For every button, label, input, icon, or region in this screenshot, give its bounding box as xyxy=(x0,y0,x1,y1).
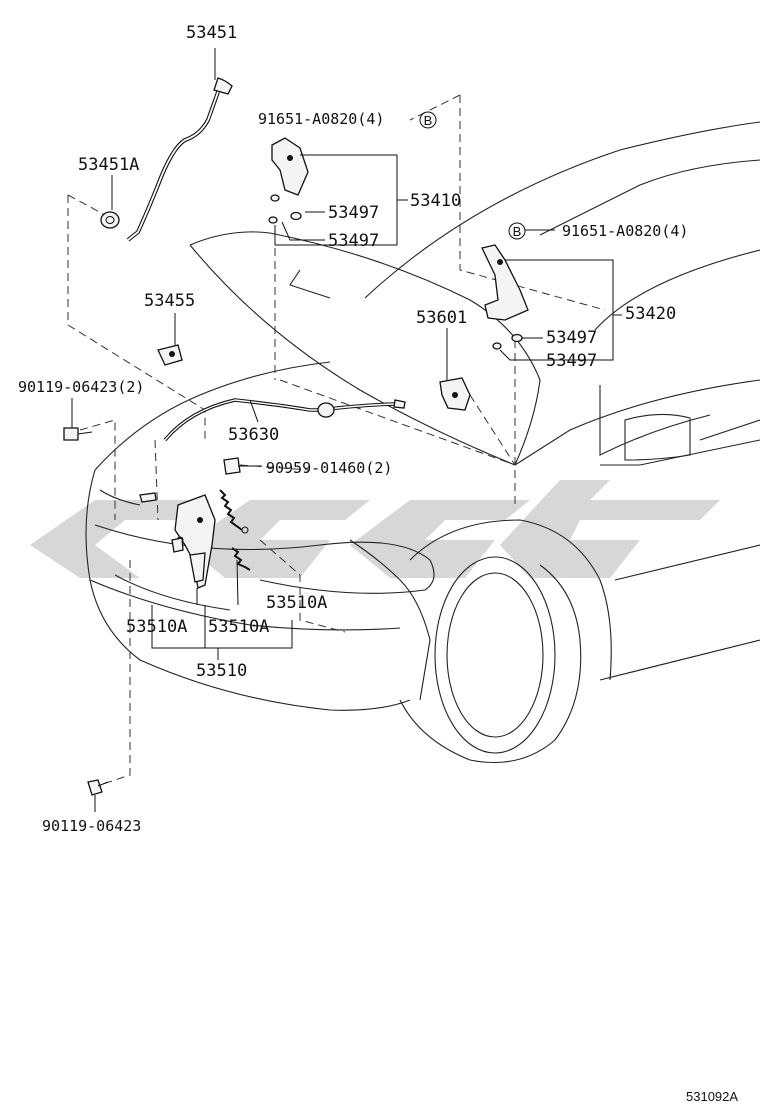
cable-clamp xyxy=(223,457,241,475)
label-53510a-3: 53510A xyxy=(208,617,269,637)
label-91651-right: 91651-A0820(4) xyxy=(562,222,688,240)
watermark-logo xyxy=(30,480,720,578)
hood-lock-assembly xyxy=(174,494,216,589)
hood-lock-cable xyxy=(163,398,406,442)
label-53497-c: 53497 xyxy=(546,328,597,348)
svg-text:B: B xyxy=(513,224,522,239)
circled-marker-b-right: B xyxy=(508,222,526,240)
leader-lines xyxy=(71,48,622,812)
latch-small-parts xyxy=(139,492,157,503)
label-53455: 53455 xyxy=(144,291,195,311)
circled-marker-b-top: B xyxy=(419,111,437,129)
bolt-upper xyxy=(63,427,93,441)
hood-lock-release-lever xyxy=(439,377,471,411)
label-53497-b: 53497 xyxy=(328,231,379,251)
label-53510: 53510 xyxy=(196,661,247,681)
assembly-dashed-lines xyxy=(67,94,606,786)
label-90959-01460-2: 90959-01460(2) xyxy=(266,459,392,477)
rod-grommet xyxy=(100,211,120,229)
rod-holder-clip xyxy=(157,344,183,366)
label-91651-top: 91651-A0820(4) xyxy=(258,110,384,128)
label-90119-06423: 90119-06423 xyxy=(42,817,141,835)
label-53497-a: 53497 xyxy=(328,203,379,223)
label-53420: 53420 xyxy=(625,304,676,324)
hood-support-rod xyxy=(126,77,233,242)
label-53630: 53630 xyxy=(228,425,279,445)
label-53601: 53601 xyxy=(416,308,467,328)
label-53410: 53410 xyxy=(410,191,461,211)
label-53497-d: 53497 xyxy=(546,351,597,371)
bolt-lower xyxy=(87,779,109,796)
hood-hinge-right xyxy=(481,244,529,350)
label-90119-06423-2: 90119-06423(2) xyxy=(18,378,144,396)
label-53451: 53451 xyxy=(186,23,237,43)
svg-text:B: B xyxy=(424,113,433,128)
hood-lock-spring xyxy=(171,489,251,571)
label-53451a: 53451A xyxy=(78,155,139,175)
label-53510a-1: 53510A xyxy=(266,593,327,613)
diagram-code: 531092A xyxy=(686,1089,738,1104)
hood-hinge-left xyxy=(268,137,309,224)
label-53510a-2: 53510A xyxy=(126,617,187,637)
car-body-outline xyxy=(85,121,760,763)
